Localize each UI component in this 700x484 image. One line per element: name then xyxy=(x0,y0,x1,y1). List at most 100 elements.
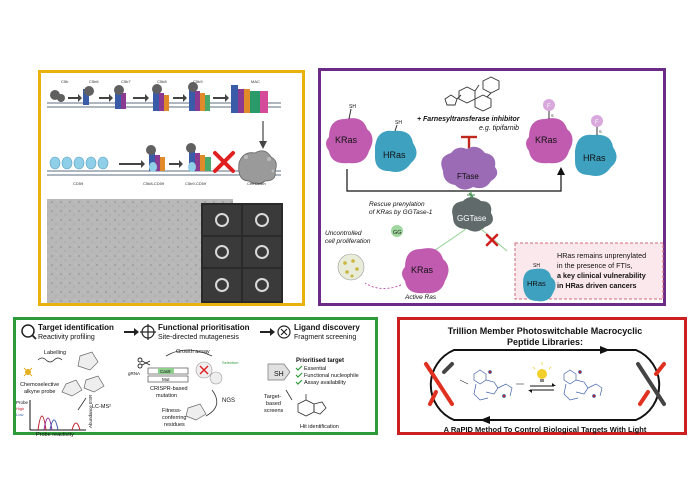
target-screens-1: Target- xyxy=(264,394,281,400)
hras-note-sh: SH xyxy=(533,263,540,269)
kras-f-label: F xyxy=(547,104,551,110)
prioritised-item-2: Functional nucleophile xyxy=(304,373,359,379)
rescue-label-2: of KRas by GGTase-1 xyxy=(369,209,433,216)
prioritised-item-1: Essential xyxy=(304,366,326,372)
crosshair-icon xyxy=(140,324,156,340)
gg-label: GG xyxy=(393,230,402,236)
label-c5b9: C5b9 xyxy=(193,79,203,84)
probe-label-1: Chemoselective xyxy=(20,382,59,388)
prioritised-item-3: Assay availability xyxy=(304,380,346,386)
ngs-label: NGS xyxy=(222,398,235,404)
em-class-averages xyxy=(201,203,283,303)
c5b-complex xyxy=(50,90,65,102)
target-screens-2: based xyxy=(266,401,281,407)
dna-helix-icon xyxy=(424,362,454,406)
hras-label: HRas xyxy=(383,150,406,160)
hras-sh-label: SH xyxy=(395,120,402,126)
note-line-2: in the presence of FTIs, xyxy=(557,261,633,270)
labelling-label: Labelling xyxy=(44,350,66,356)
probe-dose-label: Probe xyxy=(16,400,29,405)
kras-gg-label: KRas xyxy=(411,265,434,275)
kras-farn-label: KRas xyxy=(535,135,558,145)
active-ras-label: Active Ras xyxy=(404,294,437,301)
target-sh-label: SH xyxy=(274,371,284,378)
fitness-label-1: Fitness- xyxy=(162,408,182,414)
lcms-label: LC-MS² xyxy=(92,404,111,410)
grna-label: gRNA xyxy=(128,371,140,376)
ras-diagram: + Farnesyltransferase inhibitor e.g. tip… xyxy=(325,76,664,302)
crispr-label-2: mutation xyxy=(156,393,177,399)
step3-title: Ligand discovery xyxy=(294,323,360,332)
c5b9-cd59-complex xyxy=(186,143,211,172)
target-screens-3: screens xyxy=(264,408,284,414)
prioritised-title: Prioritised target xyxy=(296,358,344,364)
note-line-3: a key clinical vulnerability xyxy=(557,271,646,280)
kras-geranylgeranylated xyxy=(402,248,449,294)
complement-arrows xyxy=(68,94,229,102)
complement-panel: C5b C5b6 C5b7 C5b8 C5b9 MAC CD59 C5b8-CD… xyxy=(38,70,305,306)
dose-low-label: Low xyxy=(16,412,23,417)
probe-reactivity-chart xyxy=(29,400,86,431)
label-c5b: C5b xyxy=(61,79,69,84)
target-protein-icon xyxy=(267,363,291,381)
hras-note-label: HRas xyxy=(527,279,546,288)
kras-label: KRas xyxy=(335,135,358,145)
dna-helix-icon xyxy=(636,362,666,406)
selection-label: Selection xyxy=(222,360,238,365)
kras-farnesylated xyxy=(526,99,573,164)
dose-high-label: High xyxy=(16,406,24,411)
step1-sub: Reactivity profiling xyxy=(38,334,95,341)
crispr-label-1: CRISPR-based xyxy=(150,386,188,392)
ras-prenylation-panel: + Farnesyltransferase inhibitor e.g. tip… xyxy=(318,68,666,306)
hras-farnesylated xyxy=(575,115,617,176)
macrocycle-structure-icon xyxy=(563,369,603,401)
label-cell-death: Cell Death xyxy=(247,181,266,186)
fti-example: e.g. tipifarnib xyxy=(479,125,519,132)
ftase-label: FTase xyxy=(457,172,479,181)
fitness-label-3: residues xyxy=(164,422,185,428)
hras-unprenylated xyxy=(523,268,556,302)
ligand-icon xyxy=(277,325,291,339)
light-bulb-icon xyxy=(532,362,552,382)
abundance-label: Abundance ESR xyxy=(88,394,93,428)
proliferating-cells-icon xyxy=(337,253,365,281)
growth-label: Growth assay xyxy=(176,349,210,355)
ftase-enzyme xyxy=(441,146,498,190)
step2-sub: Site-directed mutagenesis xyxy=(158,334,239,341)
fti-label: + Farnesyltransferase inhibitor xyxy=(417,116,521,123)
cas9-label: Cas9 xyxy=(160,369,171,374)
probe-label-2: alkyne probe xyxy=(24,389,56,395)
note-line-1: HRas remains unprenylated xyxy=(557,251,646,260)
hras-farn-label: HRas xyxy=(583,153,606,163)
label-c5b9-cd59: C5b9-CD59 xyxy=(185,181,207,186)
selection-icon xyxy=(195,361,223,385)
fitness-label-2: conferring xyxy=(162,415,186,421)
peptide-diagram: Trillion Member Photoswitchable Macrocyc… xyxy=(424,326,666,434)
kras-protein xyxy=(326,118,373,164)
protein-icon xyxy=(185,403,207,421)
cycle-track xyxy=(429,349,661,421)
hras-s-label: S xyxy=(599,129,602,134)
c5b7-complex xyxy=(114,85,126,109)
ggtase-enzyme xyxy=(452,191,493,232)
protein-icon xyxy=(61,351,105,397)
rescue-label-1: Rescue prenylation xyxy=(369,201,425,208)
label-c5b8: C5b8 xyxy=(157,79,167,84)
mac-complex xyxy=(231,85,268,113)
peptide-library-panel: Trillion Member Photoswitchable Macrocyc… xyxy=(397,317,687,435)
c5b9-complex xyxy=(188,82,210,111)
peptide-subtitle: A RaPID Method To Control Biological Tar… xyxy=(444,425,647,434)
equilibrium-arrows xyxy=(530,385,554,391)
label-c5b8-cd59: C5b8-CD59 xyxy=(143,181,165,186)
block-cross-icon xyxy=(485,233,499,247)
probe-icon xyxy=(23,367,33,377)
check-icon xyxy=(295,365,303,385)
chemoproteomics-workflow-panel: Target identification Reactivity profili… xyxy=(13,317,378,438)
note-line-4: in HRas driven cancers xyxy=(557,281,637,290)
peptide-title-2: Peptide Libraries: xyxy=(507,337,583,347)
step1-title: Target identification xyxy=(38,323,114,332)
hit-identification-label: Hit identification xyxy=(300,424,339,430)
hras-f-label: F xyxy=(595,120,599,126)
macrocycle-structure-icon xyxy=(473,369,513,401)
search-icon xyxy=(21,324,37,340)
